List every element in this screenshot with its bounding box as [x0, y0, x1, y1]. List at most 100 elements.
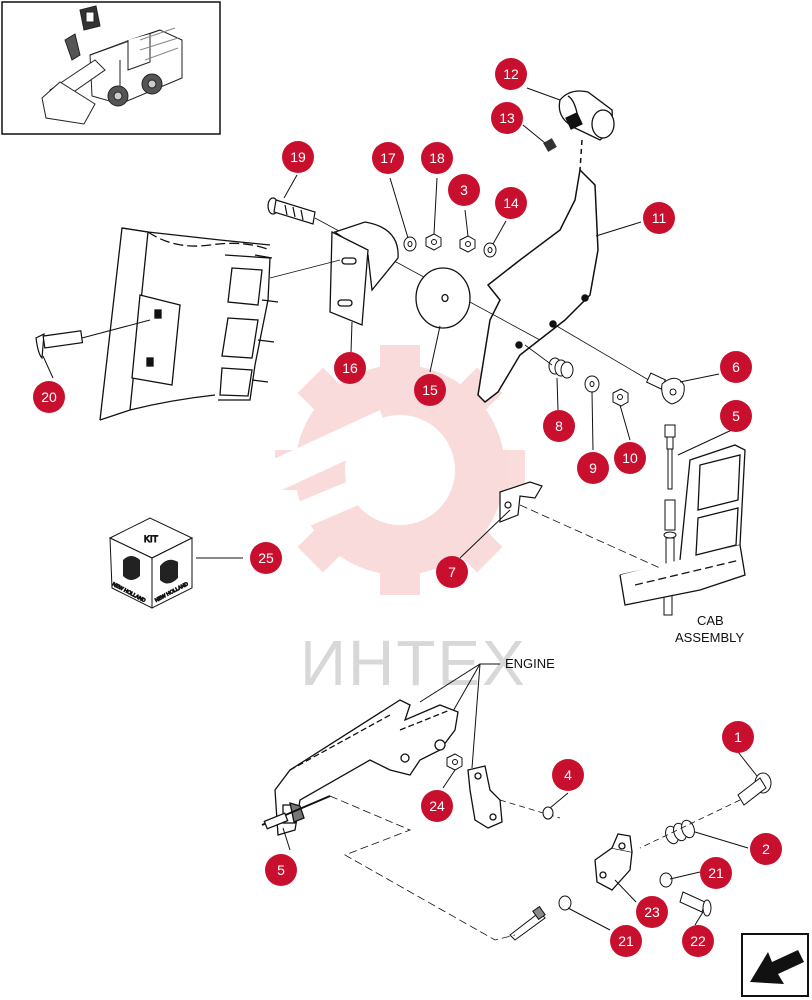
callout-c20: 20: [33, 381, 65, 413]
callout-number: 1: [734, 729, 742, 745]
callout-c22: 22: [682, 925, 714, 957]
callout-circle: [722, 721, 754, 753]
callout-c15: 15: [414, 374, 446, 406]
callout-c5a: 5: [720, 400, 752, 432]
callout-number: 13: [499, 110, 515, 126]
callout-number: 5: [732, 408, 740, 424]
callout-circle: [421, 790, 453, 822]
callout-circle: [495, 58, 527, 90]
callout-number: 22: [690, 933, 706, 949]
nut-24: [446, 753, 463, 771]
callout-number: 4: [564, 767, 572, 783]
watermark-logo: [250, 345, 525, 595]
callout-c7: 7: [436, 556, 468, 588]
callout-circle: [636, 896, 668, 928]
callout-number: 10: [622, 450, 638, 466]
callout-number: 2: [762, 841, 770, 857]
callout-number: 17: [380, 150, 396, 166]
callout-circle: [448, 174, 480, 206]
callout-number: 25: [258, 550, 274, 566]
washer-9: [584, 375, 600, 393]
carriage-bolt-20: [35, 319, 151, 360]
washer-4: [542, 806, 554, 820]
callout-number: 14: [503, 195, 519, 211]
callout-circle: [720, 351, 752, 383]
callout-circle: [491, 102, 523, 134]
washer-21-right: [659, 872, 673, 888]
ball-joint-6: [554, 324, 685, 405]
bolt-22: [679, 891, 712, 917]
callout-number: 3: [460, 182, 468, 198]
callout-circle: [552, 759, 584, 791]
callout-number: 6: [732, 359, 740, 375]
callout-circle: [334, 352, 366, 384]
callout-circle: [372, 142, 404, 174]
engine-throttle-linkage: [261, 699, 459, 836]
callout-circle: [436, 556, 468, 588]
bracket-7: [499, 481, 661, 569]
callout-circle: [700, 857, 732, 889]
callout-number: 18: [429, 150, 445, 166]
callout-number: 21: [708, 865, 724, 881]
callout-number: 9: [589, 460, 597, 476]
callout-c25: 25: [250, 542, 282, 574]
callout-c13: 13: [491, 102, 523, 134]
callout-c21a: 21: [700, 857, 732, 889]
callout-number: 24: [429, 798, 445, 814]
callout-c18: 18: [421, 142, 453, 174]
watermark-text: ИНТЕХ: [300, 627, 527, 699]
callout-circle: [414, 374, 446, 406]
callout-number: 23: [644, 904, 660, 920]
callout-number: 11: [652, 210, 667, 226]
callout-circle: [543, 410, 575, 442]
cab-label-line1: CAB: [697, 613, 724, 628]
callout-number: 8: [555, 418, 563, 434]
callout-circle: [495, 187, 527, 219]
callout-c8: 8: [543, 410, 575, 442]
callout-c14: 14: [495, 187, 527, 219]
callout-c19: 19: [282, 141, 314, 173]
callout-circle: [250, 542, 282, 574]
spring-2: [665, 819, 695, 845]
callout-number: 19: [290, 149, 306, 165]
callout-c21b: 21: [610, 925, 642, 957]
callout-circle: [720, 400, 752, 432]
callout-number: 15: [422, 382, 438, 398]
spring-8: [524, 344, 574, 379]
callout-circle: [682, 925, 714, 957]
callout-number: 7: [448, 564, 456, 580]
cab-label-line2: ASSEMBLY: [675, 630, 744, 645]
kit-box-25: KIT NEW HOLLAND NEW HOLLAND: [108, 517, 194, 609]
throttle-arm: [467, 765, 561, 829]
callout-circle: [643, 202, 675, 234]
callout-number: 16: [342, 360, 358, 376]
callout-number: 21: [618, 933, 634, 949]
callout-circle: [421, 142, 453, 174]
assembly-dash-lines: [329, 795, 516, 941]
cab-frame-left: [99, 227, 279, 421]
cab-frame-right: [619, 444, 746, 606]
callout-circle: [265, 854, 297, 886]
callout-c5b: 5: [265, 854, 297, 886]
callout-number: 5: [277, 862, 285, 878]
callout-circle: [577, 452, 609, 484]
machine-thumbnail: [1, 1, 221, 135]
set-screw-13: [543, 138, 557, 152]
callout-c17: 17: [372, 142, 404, 174]
callout-circle: [33, 381, 65, 413]
callout-c9: 9: [577, 452, 609, 484]
nut-18: [425, 233, 442, 251]
throttle-lever-11: [477, 139, 599, 403]
callout-c6: 6: [720, 351, 752, 383]
next-page-arrow-icon[interactable]: [741, 933, 809, 997]
clevis-pin-1: [639, 772, 772, 849]
callout-c1: 1: [722, 721, 754, 753]
friction-disc-15: [415, 267, 471, 329]
mounting-bracket-16: [269, 221, 399, 326]
bracket-23: [594, 833, 633, 891]
callout-c10: 10: [614, 442, 646, 474]
callout-c2: 2: [750, 833, 782, 865]
lever-knob-12: [558, 90, 615, 141]
